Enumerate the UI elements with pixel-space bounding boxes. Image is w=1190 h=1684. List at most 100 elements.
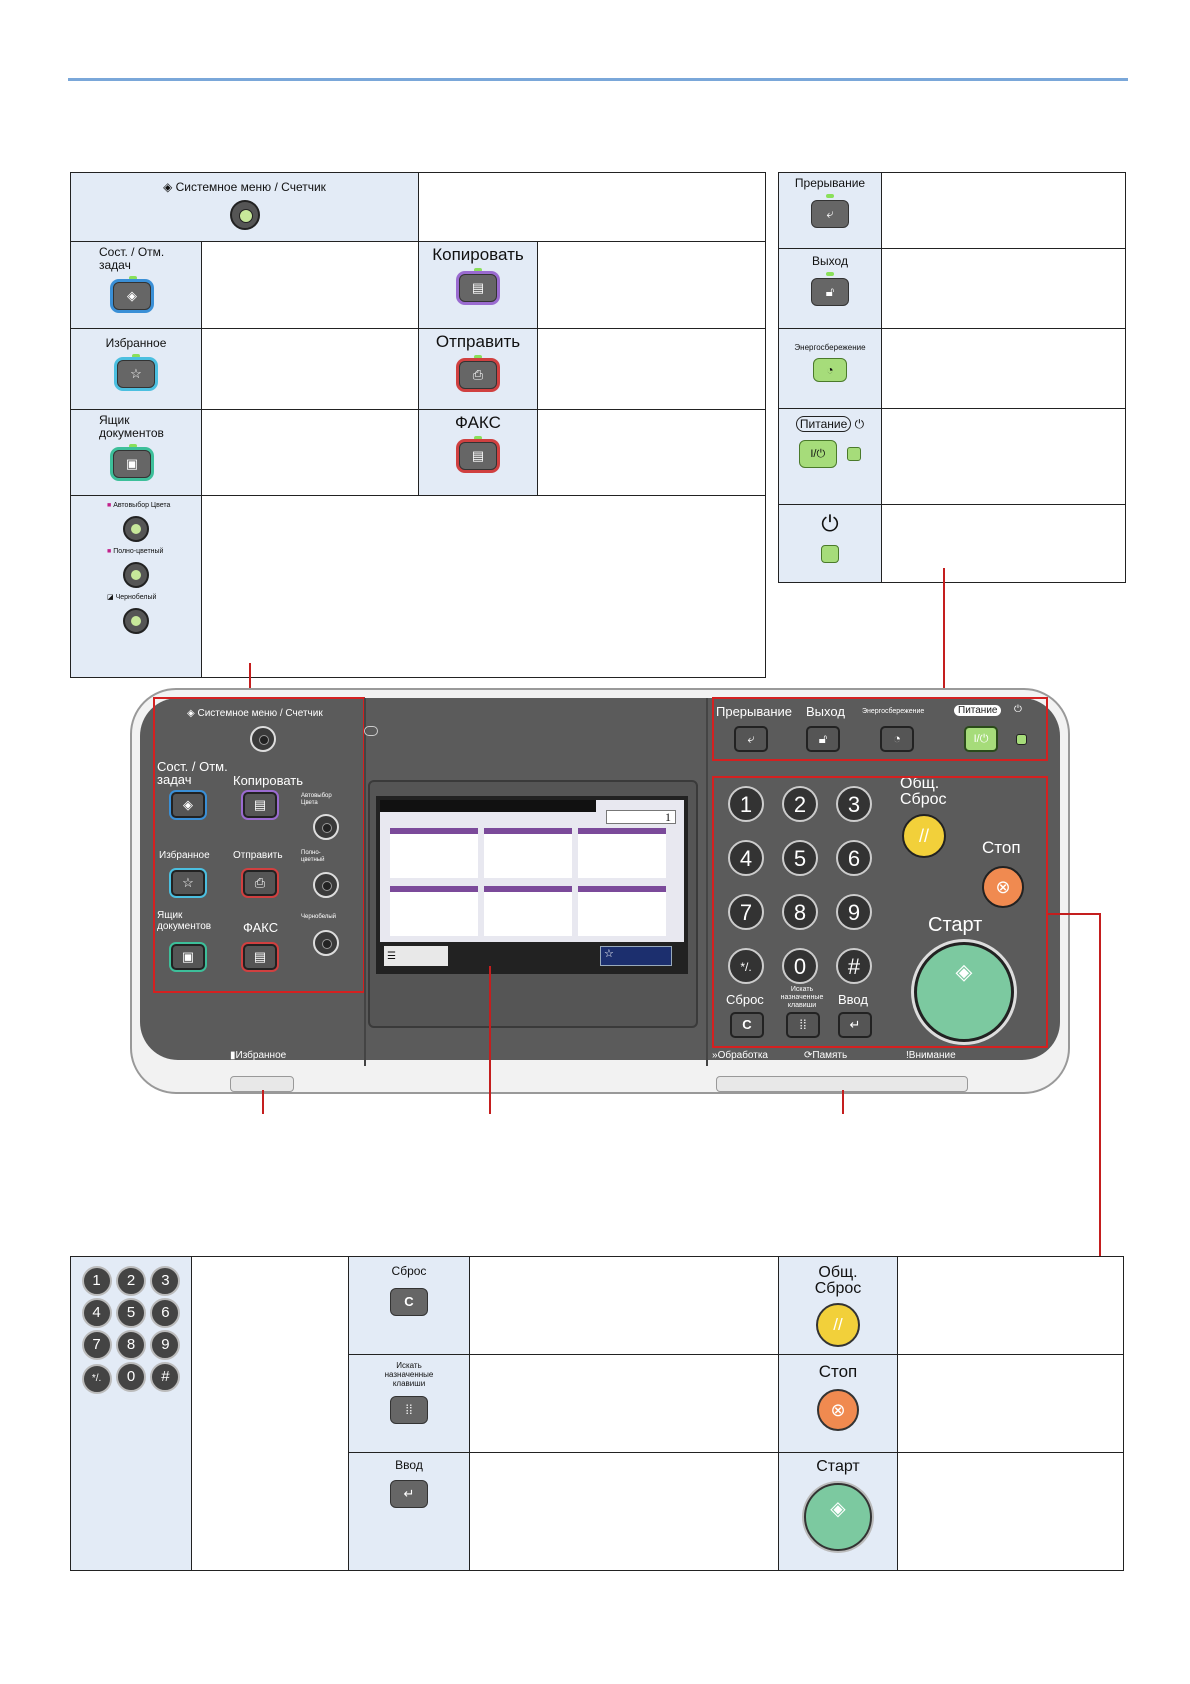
panel-energy-saver-button[interactable]: ◔	[880, 726, 914, 752]
table-numkey-star[interactable]: */.	[81, 1364, 112, 1394]
fax-cell: ФАКС ▤	[418, 409, 538, 496]
numkey-hash[interactable]: #	[836, 948, 872, 984]
logout-button[interactable]: 🔓︎	[811, 278, 849, 306]
send-cell: Отправить ⎙	[418, 328, 538, 410]
full-color-button[interactable]	[123, 562, 149, 588]
screen-header	[380, 800, 596, 812]
table-numkey-6[interactable]: 6	[150, 1298, 181, 1328]
fax-desc	[537, 409, 766, 496]
numkey-7[interactable]: 7	[728, 894, 764, 930]
screen-tile-doc[interactable]	[484, 886, 572, 936]
enter-button[interactable]: ↵	[390, 1480, 428, 1508]
panel-enter-icon: ↵	[849, 1017, 861, 1032]
quick-search-desc	[469, 1354, 779, 1453]
panel-full-color-button[interactable]	[313, 872, 339, 898]
table-numkey-8[interactable]: 8	[116, 1330, 146, 1360]
numkey-star[interactable]: */.	[728, 948, 764, 984]
panel-clear-label: Сброс	[726, 992, 764, 1007]
send-button[interactable]: ⎙	[459, 361, 497, 389]
copy-icon: ▤	[471, 280, 485, 295]
panel-favorites-button[interactable]: ☆	[171, 870, 205, 896]
screen-tile-copy[interactable]	[390, 828, 478, 878]
interrupt-desc	[881, 172, 1126, 249]
table-numkey-9[interactable]: 9	[150, 1330, 181, 1360]
table-numkey-0[interactable]: 0	[116, 1362, 146, 1392]
panel-memory-text: Память	[812, 1050, 848, 1061]
panel-clear-button[interactable]: C	[730, 1012, 764, 1038]
panel-logout-label: Выход	[806, 704, 845, 719]
panel-unlock-icon: 🔓︎	[818, 731, 828, 746]
numkey-9[interactable]: 9	[836, 894, 872, 930]
numkey-8[interactable]: 8	[782, 894, 818, 930]
screen-tile-box[interactable]	[578, 828, 666, 878]
status-job-cancel-button[interactable]: ◈	[113, 282, 151, 310]
screen-favorites-button[interactable]: ☆	[600, 946, 672, 966]
panel-interrupt-icon: ⤶	[747, 731, 755, 746]
panel-fax-button[interactable]: ▤	[243, 944, 277, 970]
panel-stop-button[interactable]: ⊗	[982, 866, 1024, 908]
numkey-6[interactable]: 6	[836, 840, 872, 876]
panel-reset-button[interactable]: //	[902, 814, 946, 858]
black-white-button[interactable]	[123, 608, 149, 634]
numkey-2[interactable]: 2	[782, 786, 818, 822]
quick-search-label: Искать назначенные клавиши	[384, 1361, 434, 1388]
star-icon: ☆	[130, 366, 142, 381]
table-numkey-2[interactable]: 2	[116, 1266, 146, 1296]
start-button[interactable]: ◈	[804, 1483, 872, 1551]
table-numkey-1[interactable]: 1	[81, 1266, 112, 1296]
panel-quick-search-button[interactable]: ⁞⁞	[786, 1012, 820, 1038]
favorites-led	[132, 354, 140, 358]
document-box-button[interactable]: ▣	[113, 450, 151, 478]
energy-saver-icon: ◔	[826, 363, 834, 377]
table-numkey-4[interactable]: 4	[81, 1298, 112, 1328]
top-left-key-table: ◈ Системное меню / Счетчик Сост. / Отм. …	[70, 172, 766, 678]
table-numkey-hash[interactable]: #	[150, 1362, 181, 1392]
fax-button[interactable]: ▤	[459, 442, 497, 470]
panel-fax-icon: ▤	[253, 949, 267, 964]
interrupt-button[interactable]: ⤶	[811, 200, 849, 228]
panel-enter-button[interactable]: ↵	[838, 1012, 872, 1038]
numkey-4[interactable]: 4	[728, 840, 764, 876]
numkey-5[interactable]: 5	[782, 840, 818, 876]
panel-power-button[interactable]: I/⏻	[964, 726, 998, 752]
auto-color-button[interactable]	[123, 516, 149, 542]
copy-button[interactable]: ▤	[459, 274, 497, 302]
favorites-button[interactable]: ☆	[117, 360, 155, 388]
color-palette-icon: ■	[107, 502, 112, 509]
touchscreen[interactable]: 1 ☰ ☆	[376, 796, 688, 974]
energy-saver-button[interactable]: ◔	[813, 358, 847, 382]
numkey-3[interactable]: 3	[836, 786, 872, 822]
table-numkey-5[interactable]: 5	[116, 1298, 146, 1328]
numkeys-desc	[191, 1256, 349, 1571]
table-numkey-7[interactable]: 7	[81, 1330, 112, 1360]
stop-button[interactable]: ⊗	[817, 1389, 859, 1431]
panel-power-status-icon: ⏻	[1014, 704, 1022, 715]
status-led	[129, 276, 137, 280]
screen-tile-program[interactable]	[578, 886, 666, 936]
panel-auto-color-button[interactable]	[313, 814, 339, 840]
panel-system-menu-button[interactable]	[250, 726, 276, 752]
panel-interrupt-button[interactable]: ⤶	[734, 726, 768, 752]
bottom-key-table: 1 2 3 4 5 6 7 8 9 */. 0 # Сброс C Общ. С…	[70, 1256, 1124, 1571]
unlock-icon: 🔓︎	[825, 284, 835, 299]
system-menu-button[interactable]	[229, 200, 260, 230]
numkey-1[interactable]: 1	[728, 786, 764, 822]
table-numkey-3[interactable]: 3	[150, 1266, 181, 1296]
power-cell: Питание ⏻ I/⏻	[778, 408, 882, 505]
panel-send-button[interactable]: ⎙	[243, 870, 277, 896]
quick-search-button[interactable]: ⁞⁞	[390, 1396, 428, 1424]
panel-document-box-button[interactable]: ▣	[171, 944, 205, 970]
screen-tile-send[interactable]	[484, 828, 572, 878]
screen-status-button[interactable]: ☰	[384, 946, 448, 966]
panel-document-box-label: Ящик документов	[157, 910, 212, 932]
panel-copy-button[interactable]: ▤	[243, 792, 277, 818]
screen-tile-fax[interactable]	[390, 886, 478, 936]
panel-status-button[interactable]: ◈	[171, 792, 205, 818]
numkey-0[interactable]: 0	[782, 948, 818, 984]
reset-button[interactable]: //	[816, 1303, 860, 1347]
clear-button[interactable]: C	[390, 1288, 428, 1316]
panel-bw-button[interactable]	[313, 930, 339, 956]
panel-logout-button[interactable]: 🔓︎	[806, 726, 840, 752]
panel-start-button[interactable]: ◈	[914, 942, 1014, 1042]
power-button[interactable]: I/⏻	[798, 440, 837, 468]
